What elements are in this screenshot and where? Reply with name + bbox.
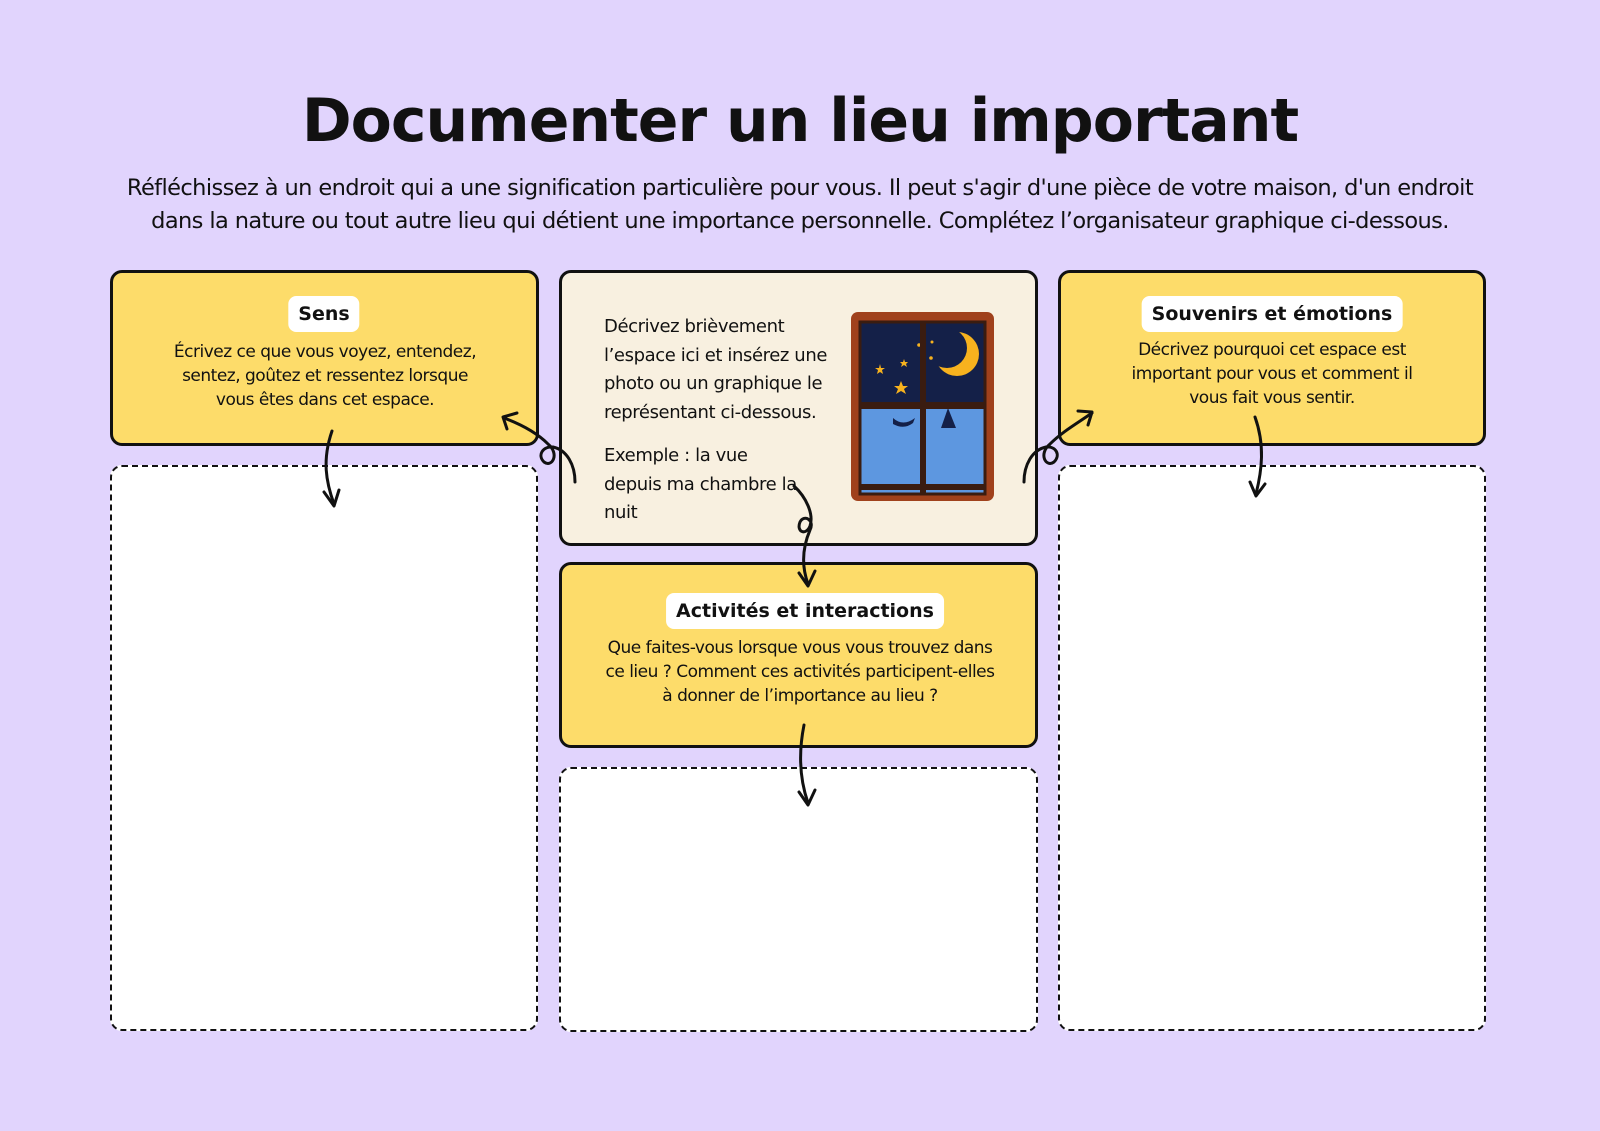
activites-description: Que faites-vous lorsque vous vous trouve…: [605, 638, 995, 706]
souvenirs-label: Souvenirs et émotions: [1141, 296, 1403, 332]
curly-arrow-icon: [792, 484, 817, 588]
page-title: Documenter un lieu important: [301, 86, 1299, 156]
intro-text: Réfléchissez à un endroit qui a une sign…: [126, 175, 1474, 234]
curly-arrow-icon: [1248, 415, 1267, 498]
place-example-text: Exemple : la vue depuis ma chambre la nu…: [604, 445, 797, 523]
sens-description: Écrivez ce que vous voyez, entendez, sen…: [173, 342, 477, 410]
curly-arrow-icon: [322, 429, 341, 508]
window-night-illustration: [851, 312, 994, 501]
curly-arrow-icon: [1022, 409, 1094, 484]
sens-answer-box[interactable]: [110, 465, 538, 1031]
activites-label: Activités et interactions: [666, 593, 944, 629]
curly-arrow-icon: [797, 723, 817, 807]
souvenirs-description: Décrivez pourquoi cet espace est importa…: [1131, 340, 1413, 408]
place-description-text: Décrivez brièvement l’espace ici et insé…: [604, 316, 827, 423]
sens-label: Sens: [288, 296, 360, 332]
activites-answer-box[interactable]: [559, 767, 1038, 1032]
curly-arrow-icon: [501, 411, 577, 484]
souvenirs-answer-box[interactable]: [1058, 465, 1486, 1031]
